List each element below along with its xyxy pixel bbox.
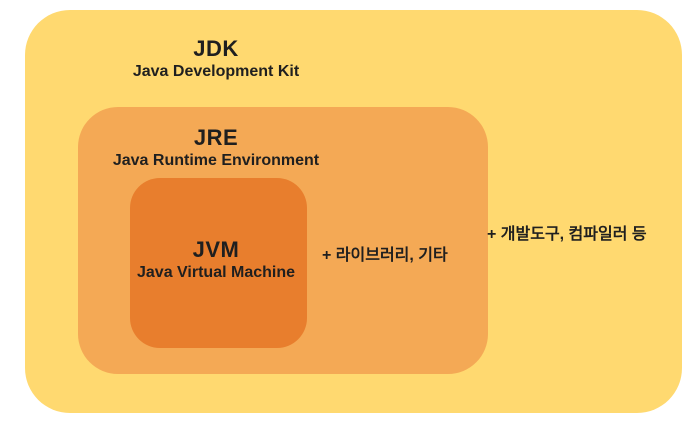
- jdk-label: JDK Java Development Kit: [66, 36, 366, 82]
- jdk-acronym: JDK: [193, 36, 239, 61]
- jvm-box: [130, 178, 307, 348]
- jdk-subtitle: Java Development Kit: [132, 63, 300, 80]
- jre-label: JRE Java Runtime Environment: [66, 125, 366, 171]
- jvm-label: JVM Java Virtual Machine: [66, 237, 366, 283]
- annotation-libraries-etc: + 라이브러리, 기타: [322, 247, 448, 264]
- jre-subtitle: Java Runtime Environment: [112, 152, 320, 169]
- jre-acronym: JRE: [193, 125, 239, 150]
- jvm-acronym: JVM: [192, 237, 240, 262]
- jvm-subtitle: Java Virtual Machine: [137, 264, 295, 281]
- annotation-devtools-compiler: + 개발도구, 컴파일러 등: [487, 226, 647, 243]
